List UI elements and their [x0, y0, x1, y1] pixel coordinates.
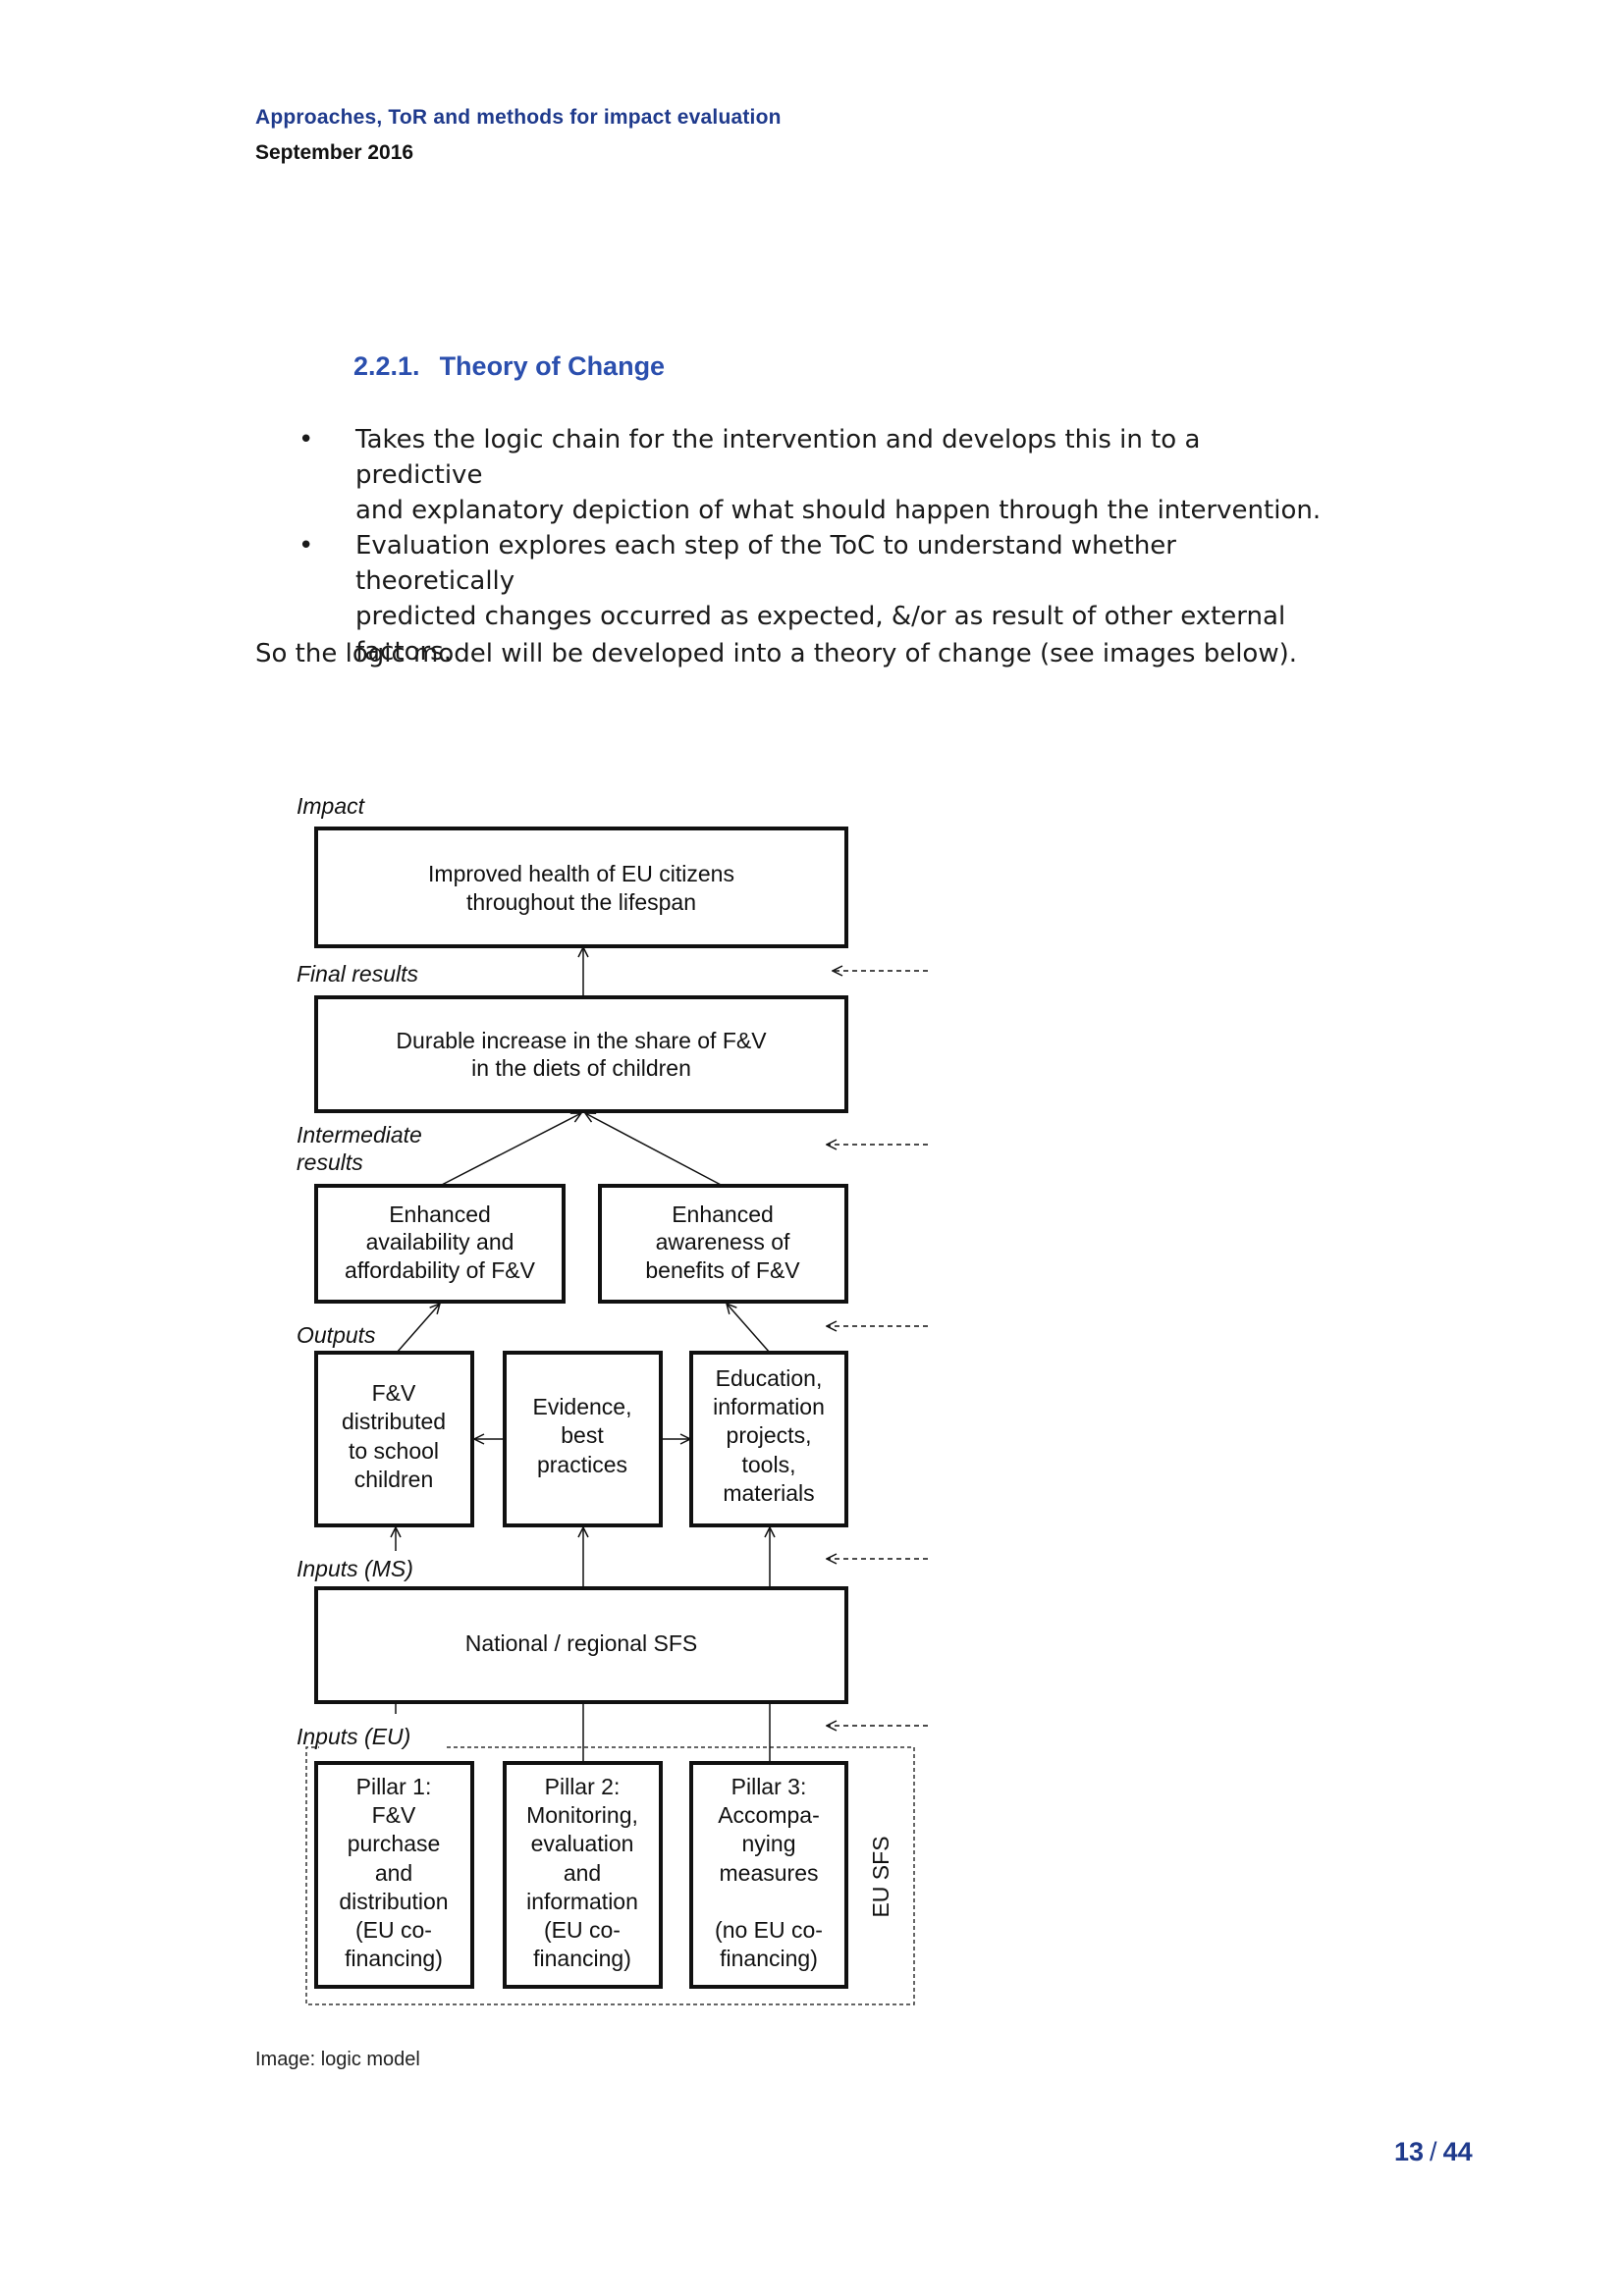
bullet-line: Evaluation explores each step of the ToC… [355, 531, 1176, 596]
p1-line: Pillar 1: [356, 1774, 432, 1799]
p2-line: financing) [533, 1946, 631, 1971]
bullet-dot-icon: • [298, 531, 314, 561]
level-label-intermediate-2: results [297, 1149, 363, 1175]
section-number: 2.2.1. [353, 351, 420, 381]
eu-sfs-label: EU SFS [868, 1836, 893, 1917]
out3-line: information [713, 1394, 825, 1419]
bullet-line: factors. [355, 637, 452, 667]
section-title: Theory of Change [439, 351, 666, 381]
out1-line: F&V [372, 1380, 416, 1406]
output-box-education [689, 1351, 848, 1527]
p2-line: and [564, 1860, 601, 1886]
out3-line: materials [723, 1480, 814, 1506]
page-total: 44 [1442, 2137, 1473, 2166]
bullet-item: • Evaluation explores each step of the T… [295, 528, 1335, 669]
pillar-1-box [314, 1761, 474, 1989]
p1-line: (EU co- [355, 1917, 432, 1943]
p3-line: nying [742, 1831, 796, 1856]
out2-line: Evidence, [532, 1394, 631, 1419]
page-separator: / [1430, 2137, 1437, 2166]
p1-line: distribution [339, 1889, 448, 1914]
p1-line: F&V [372, 1802, 416, 1828]
out3-line: tools, [742, 1452, 796, 1477]
p1-line: purchase [348, 1831, 441, 1856]
level-label-final-results: Final results [297, 961, 418, 987]
inter1-line: affordability of F&V [345, 1257, 536, 1283]
impact-box [314, 827, 848, 948]
level-label-inputs-ms: Inputs (MS) [297, 1556, 413, 1581]
p3-line: financing) [720, 1946, 818, 1971]
section-heading: 2.2.1. Theory of Change [353, 351, 665, 382]
bullet-dot-icon: • [298, 425, 314, 454]
impact-box-line: throughout the lifespan [466, 889, 696, 915]
inter2-line: benefits of F&V [645, 1257, 800, 1283]
final-box-line: Durable increase in the share of F&V [396, 1028, 767, 1053]
arrow-output-3-to-intermediate [727, 1304, 771, 1354]
level-label-inputs-eu: Inputs (EU) [297, 1724, 410, 1749]
out3-line: Education, [716, 1365, 823, 1391]
out3-line: projects, [727, 1422, 812, 1448]
out1-line: children [354, 1467, 434, 1492]
level-label-impact: Impact [297, 793, 366, 819]
final-result-box [314, 995, 848, 1113]
pillar-2-box [503, 1761, 663, 1989]
arrow-output-1-to-intermediate [396, 1304, 440, 1354]
p2-line: Pillar 2: [545, 1774, 621, 1799]
arrow-intermediate-right-to-final [585, 1113, 724, 1187]
national-sfs-line: National / regional SFS [465, 1630, 698, 1656]
p3-line: Accompa- [718, 1802, 820, 1828]
out1-line: to school [349, 1438, 439, 1464]
image-caption: Image: logic model [255, 2049, 420, 2070]
p2-line: Monitoring, [526, 1802, 638, 1828]
intermediate-result-box-availability [314, 1184, 566, 1304]
out1-line: distributed [342, 1409, 446, 1434]
page-current: 13 [1394, 2137, 1425, 2166]
bullet-line: predicted changes occurred as expected, … [355, 602, 1286, 631]
inter2-line: awareness of [656, 1229, 790, 1255]
p2-line: (EU co- [544, 1917, 621, 1943]
bullet-list: • Takes the logic chain for the interven… [295, 422, 1335, 669]
p1-line: financing) [345, 1946, 443, 1971]
out2-line: best [561, 1422, 604, 1448]
impact-box-line: Improved health of EU citizens [428, 861, 734, 886]
output-box-distribution [314, 1351, 474, 1527]
body-paragraph: So the logic model will be developed int… [255, 639, 1297, 668]
p3-line: Pillar 3: [731, 1774, 807, 1799]
inter2-line: Enhanced [672, 1201, 774, 1227]
p1-line: and [375, 1860, 412, 1886]
inter1-line: Enhanced [389, 1201, 491, 1227]
inter1-line: availability and [366, 1229, 514, 1255]
page-number: 13/44 [1394, 2137, 1473, 2167]
bullet-item: • Takes the logic chain for the interven… [295, 422, 1335, 528]
final-box-line: in the diets of children [471, 1055, 691, 1081]
p3-line: measures [720, 1860, 819, 1886]
pillar-3-box [689, 1761, 848, 1989]
arrow-intermediate-left-to-final [439, 1113, 581, 1187]
p2-line: information [526, 1889, 638, 1914]
output-box-evidence [503, 1351, 663, 1527]
intermediate-result-box-awareness [598, 1184, 848, 1304]
bullet-line: and explanatory depiction of what should… [355, 496, 1322, 525]
document-header-title: Approaches, ToR and methods for impact e… [255, 106, 782, 129]
p3-line: (no EU co- [715, 1917, 823, 1943]
level-label-intermediate-1: Intermediate [297, 1122, 422, 1148]
national-sfs-box [314, 1586, 848, 1704]
bullet-line: Takes the logic chain for the interventi… [355, 425, 1201, 490]
level-label-outputs: Outputs [297, 1322, 376, 1348]
p2-line: evaluation [531, 1831, 634, 1856]
out2-line: practices [537, 1452, 627, 1477]
document-header-date: September 2016 [255, 141, 414, 164]
